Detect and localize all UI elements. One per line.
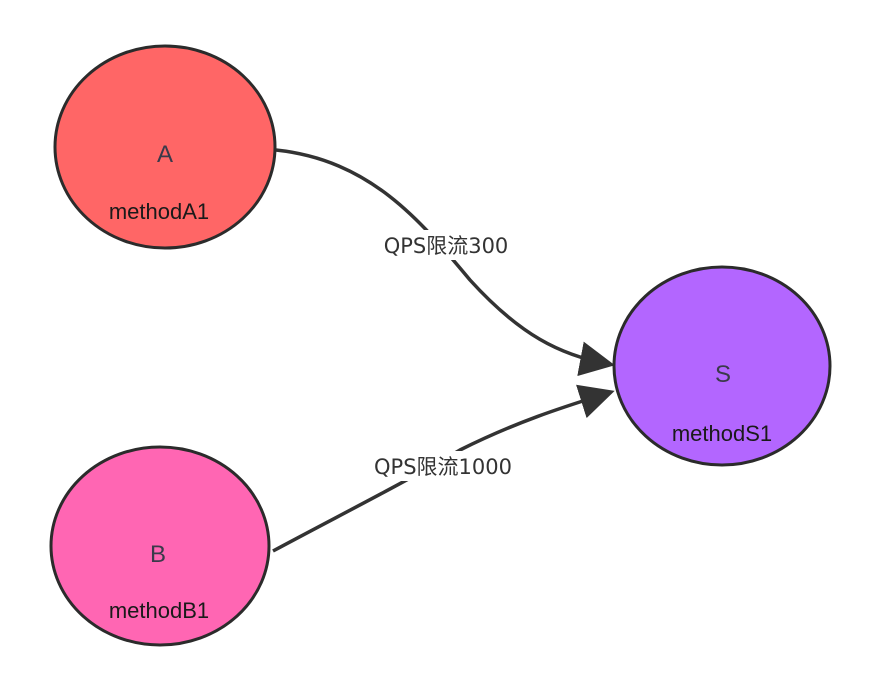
node-b-method: methodB1 <box>109 598 209 623</box>
node-s-circle <box>612 265 832 467</box>
node-b-letter: B <box>150 541 166 568</box>
edge-label-b-to-s: QPS限流1000 <box>374 455 512 479</box>
node-a-letter: A <box>157 141 173 168</box>
edge-label-a-to-s: QPS限流300 <box>384 234 509 258</box>
node-s-letter: S <box>715 361 731 388</box>
node-a[interactable]: A methodA1 <box>53 44 277 250</box>
edge-label-b-to-s-background <box>357 451 529 481</box>
edge-b-to-s[interactable] <box>272 384 615 553</box>
node-b-circle <box>49 445 271 647</box>
node-a-circle <box>53 44 277 250</box>
edge-a-to-s[interactable] <box>275 148 615 377</box>
node-s-method: methodS1 <box>672 421 772 446</box>
node-s[interactable]: S methodS1 <box>612 265 832 467</box>
node-a-method: methodA1 <box>109 199 209 224</box>
node-b[interactable]: B methodB1 <box>49 445 271 647</box>
edge-label-a-to-s-background <box>366 230 526 260</box>
